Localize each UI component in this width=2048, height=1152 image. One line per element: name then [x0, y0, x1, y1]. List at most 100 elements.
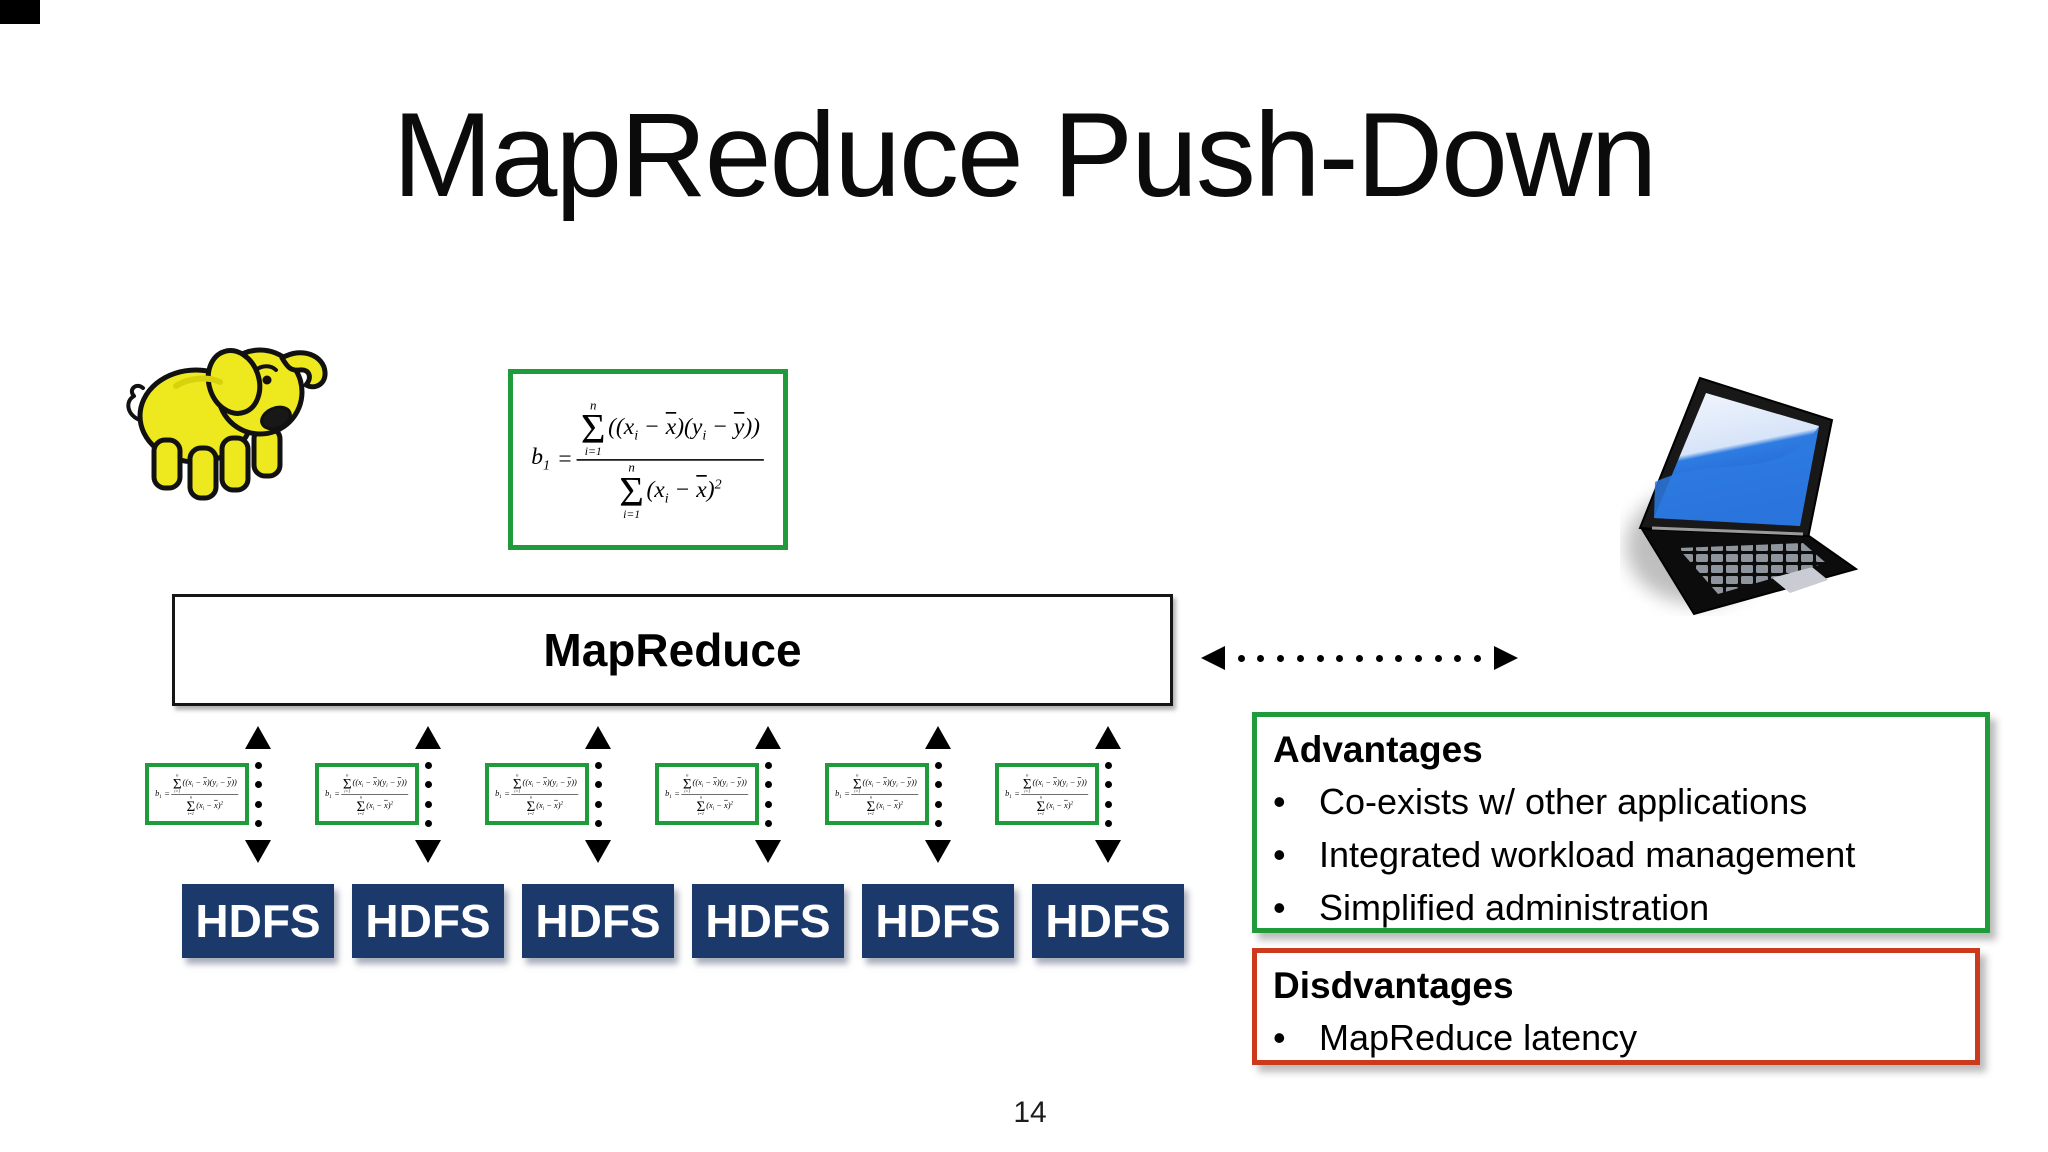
- arrow-dot: [424, 761, 432, 769]
- arrow-dot: [424, 781, 432, 789]
- summation-symbol: n Σ i=1: [526, 794, 536, 816]
- summation-symbol: n Σ i=1: [866, 794, 876, 816]
- arrow-up-icon: [925, 726, 951, 749]
- formula-numerator: n Σ i=1 ((xi − x)(yi − y)): [1021, 772, 1089, 795]
- advantages-title: Advantages: [1273, 729, 1483, 770]
- arrow-dot: [254, 820, 262, 828]
- arrow-dot: [254, 800, 262, 808]
- mini-formula-box: b1 = n Σ i=1 ((xi − x)(yi − y)) n Σ i=1: [655, 763, 759, 825]
- mini-formula-box: b1 = n Σ i=1 ((xi − x)(yi − y)) n Σ i=1: [825, 763, 929, 825]
- hdfs-box: HDFS: [862, 884, 1014, 958]
- arrow-dot: [1237, 654, 1245, 662]
- summation-symbol: n Σ i=1: [581, 398, 606, 459]
- arrow-dot: [1104, 820, 1112, 828]
- hdfs-box: HDFS: [1032, 884, 1184, 958]
- arrow-dot: [1395, 654, 1403, 662]
- regression-formula-box: b1 = n Σ i=1 ((xi − x)(yi − y)) n Σ i=1: [508, 369, 788, 550]
- mini-formula-box: b1 = n Σ i=1 ((xi − x)(yi − y)) n Σ i=1: [995, 763, 1099, 825]
- disadvantages-title: Disdvantages: [1273, 965, 1514, 1006]
- formula-denominator: n Σ i=1 (xi − x)2: [866, 794, 904, 816]
- hdfs-box: HDFS: [352, 884, 504, 958]
- regression-formula: b1 = n Σ i=1 ((xi − x)(yi − y)) n Σ i=1: [665, 772, 749, 816]
- arrow-dot: [1336, 654, 1344, 662]
- laptop-touchpad: [1772, 567, 1828, 593]
- arrow-down-icon: [415, 839, 441, 863]
- arrow-up-icon: [1095, 726, 1121, 749]
- formula-fraction: n Σ i=1 ((xi − x)(yi − y)) n Σ i=1 (xi −…: [341, 772, 409, 816]
- bullet-icon: •: [1273, 834, 1286, 875]
- summation-symbol: n Σ i=1: [853, 772, 862, 794]
- formula-denominator: n Σ i=1 (xi − x)2: [186, 794, 224, 816]
- pushdown-unit: b1 = n Σ i=1 ((xi − x)(yi − y)) n Σ i=1: [315, 726, 447, 863]
- arrow-dot: [594, 800, 602, 808]
- pushdown-unit: b1 = n Σ i=1 ((xi − x)(yi − y)) n Σ i=1: [995, 726, 1127, 863]
- mapreduce-box: MapReduce: [172, 594, 1173, 706]
- arrow-down-icon: [585, 839, 611, 863]
- mini-formula-box: b1 = n Σ i=1 ((xi − x)(yi − y)) n Σ i=1: [315, 763, 419, 825]
- formula-numerator: n Σ i=1 ((xi − x)(yi − y)): [577, 398, 765, 462]
- arrow-dot: [764, 761, 772, 769]
- summation-symbol: n Σ i=1: [696, 794, 706, 816]
- arrow-dot: [1434, 654, 1442, 662]
- formula-fraction: n Σ i=1 ((xi − x)(yi − y)) n Σ i=1 (xi −…: [851, 772, 919, 816]
- formula-lhs: b1: [1005, 788, 1013, 799]
- arrow-down-icon: [925, 839, 951, 863]
- formula-numerator: n Σ i=1 ((xi − x)(yi − y)): [511, 772, 579, 795]
- pushdown-unit: b1 = n Σ i=1 ((xi − x)(yi − y)) n Σ i=1: [655, 726, 787, 863]
- bullet-icon: •: [1273, 781, 1286, 822]
- slide-title: MapReduce Push-Down: [392, 88, 1658, 222]
- arrow-up-icon: [245, 726, 271, 749]
- equals-sign: =: [165, 789, 170, 799]
- mini-formula-box: b1 = n Σ i=1 ((xi − x)(yi − y)) n Σ i=1: [145, 763, 249, 825]
- arrow-dot: [594, 761, 602, 769]
- advantages-panel: Advantages •Co-exists w/ other applicati…: [1252, 712, 1990, 933]
- formula-lhs: b1: [325, 788, 333, 799]
- arrow-dot: [1355, 654, 1363, 662]
- formula-numerator: n Σ i=1 ((xi − x)(yi − y)): [681, 772, 749, 795]
- arrow-dot: [424, 800, 432, 808]
- bullet-icon: •: [1273, 1017, 1286, 1058]
- arrow-dot: [1454, 654, 1462, 662]
- arrow-right-icon: [1493, 646, 1518, 670]
- pushdown-unit: b1 = n Σ i=1 ((xi − x)(yi − y)) n Σ i=1: [145, 726, 277, 863]
- bullet-icon: •: [1273, 887, 1286, 928]
- formula-numerator: n Σ i=1 ((xi − x)(yi − y)): [851, 772, 919, 795]
- list-item: •Simplified administration: [1273, 881, 1969, 934]
- equals-sign: =: [335, 789, 340, 799]
- formula-denominator: n Σ i=1 (xi − x)2: [619, 461, 722, 521]
- arrow-dot: [934, 800, 942, 808]
- list-item: •Co-exists w/ other applications: [1273, 775, 1969, 828]
- formula-fraction: n Σ i=1 ((xi − x)(yi − y)) n Σ i=1 (xi −…: [511, 772, 579, 816]
- disadvantages-list: •MapReduce latency: [1273, 1011, 1959, 1064]
- formula-numerator: n Σ i=1 ((xi − x)(yi − y)): [171, 772, 239, 795]
- arrow-dot: [764, 781, 772, 789]
- formula-numerator: n Σ i=1 ((xi − x)(yi − y)): [341, 772, 409, 795]
- formula-fraction: n Σ i=1 ((xi − x)(yi − y)) n Σ i=1 (xi −…: [577, 398, 765, 521]
- arrow-dot: [254, 781, 262, 789]
- hdfs-box: HDFS: [182, 884, 334, 958]
- mini-formula-box: b1 = n Σ i=1 ((xi − x)(yi − y)) n Σ i=1: [485, 763, 589, 825]
- vertical-dotted-arrow: [1095, 726, 1121, 863]
- arrow-dot: [1316, 654, 1324, 662]
- summation-symbol: n Σ i=1: [513, 772, 522, 794]
- arrow-dot: [594, 781, 602, 789]
- arrow-dot: [764, 820, 772, 828]
- formula-lhs: b1: [665, 788, 673, 799]
- arrow-dot: [934, 820, 942, 828]
- bidirectional-dotted-arrow: [1201, 645, 1518, 671]
- formula-denominator: n Σ i=1 (xi − x)2: [1036, 794, 1074, 816]
- regression-formula: b1 = n Σ i=1 ((xi − x)(yi − y)) n Σ i=1: [495, 772, 579, 816]
- formula-scaler: b1 = n Σ i=1 ((xi − x)(yi − y)) n Σ i=1: [531, 398, 765, 521]
- equals-sign: =: [1015, 789, 1020, 799]
- arrow-dot: [934, 761, 942, 769]
- vertical-dotted-arrow: [925, 726, 951, 863]
- summation-symbol: n Σ i=1: [186, 794, 196, 816]
- summation-symbol: n Σ i=1: [1023, 772, 1032, 794]
- arrow-down-icon: [755, 839, 781, 863]
- arrow-dot: [1296, 654, 1304, 662]
- arrow-up-icon: [415, 726, 441, 749]
- arrow-up-icon: [585, 726, 611, 749]
- arrow-dot: [934, 781, 942, 789]
- arrow-dot: [1375, 654, 1383, 662]
